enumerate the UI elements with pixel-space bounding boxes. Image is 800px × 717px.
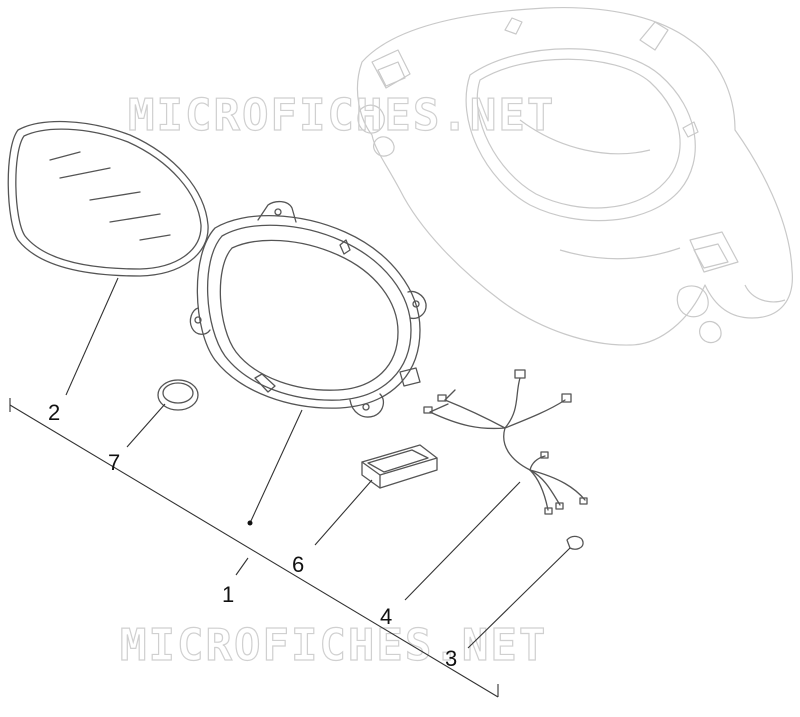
leader-2	[65, 277, 119, 396]
leader-6	[314, 479, 373, 546]
watermark-top: MICROFICHES.NET	[128, 90, 555, 141]
watermark-bottom: MICROFICHES.NET	[120, 620, 547, 671]
part-1-instrument-housing	[189, 200, 427, 418]
part-4-wiring-harness	[423, 369, 588, 515]
part-2-instrument-glass	[7, 120, 209, 277]
callout-4: 4	[380, 604, 392, 629]
callout-2: 2	[48, 400, 60, 425]
group-bracket-line	[9, 404, 499, 698]
leader-1-group	[235, 557, 249, 576]
callout-6: 6	[292, 552, 304, 577]
callout-1: 1	[222, 582, 234, 607]
leader-4	[404, 481, 521, 601]
part-7-cap	[157, 379, 199, 411]
part-6-bulb-holder	[361, 444, 438, 489]
callout-3: 3	[445, 646, 457, 671]
leader-7	[126, 403, 166, 448]
leader-1-dot	[247, 520, 253, 526]
callout-7: 7	[108, 450, 120, 475]
handlebar-cover-ghost	[356, 6, 793, 346]
leader-1	[249, 409, 303, 524]
part-3-bulb	[566, 535, 584, 550]
leader-3	[467, 547, 571, 649]
